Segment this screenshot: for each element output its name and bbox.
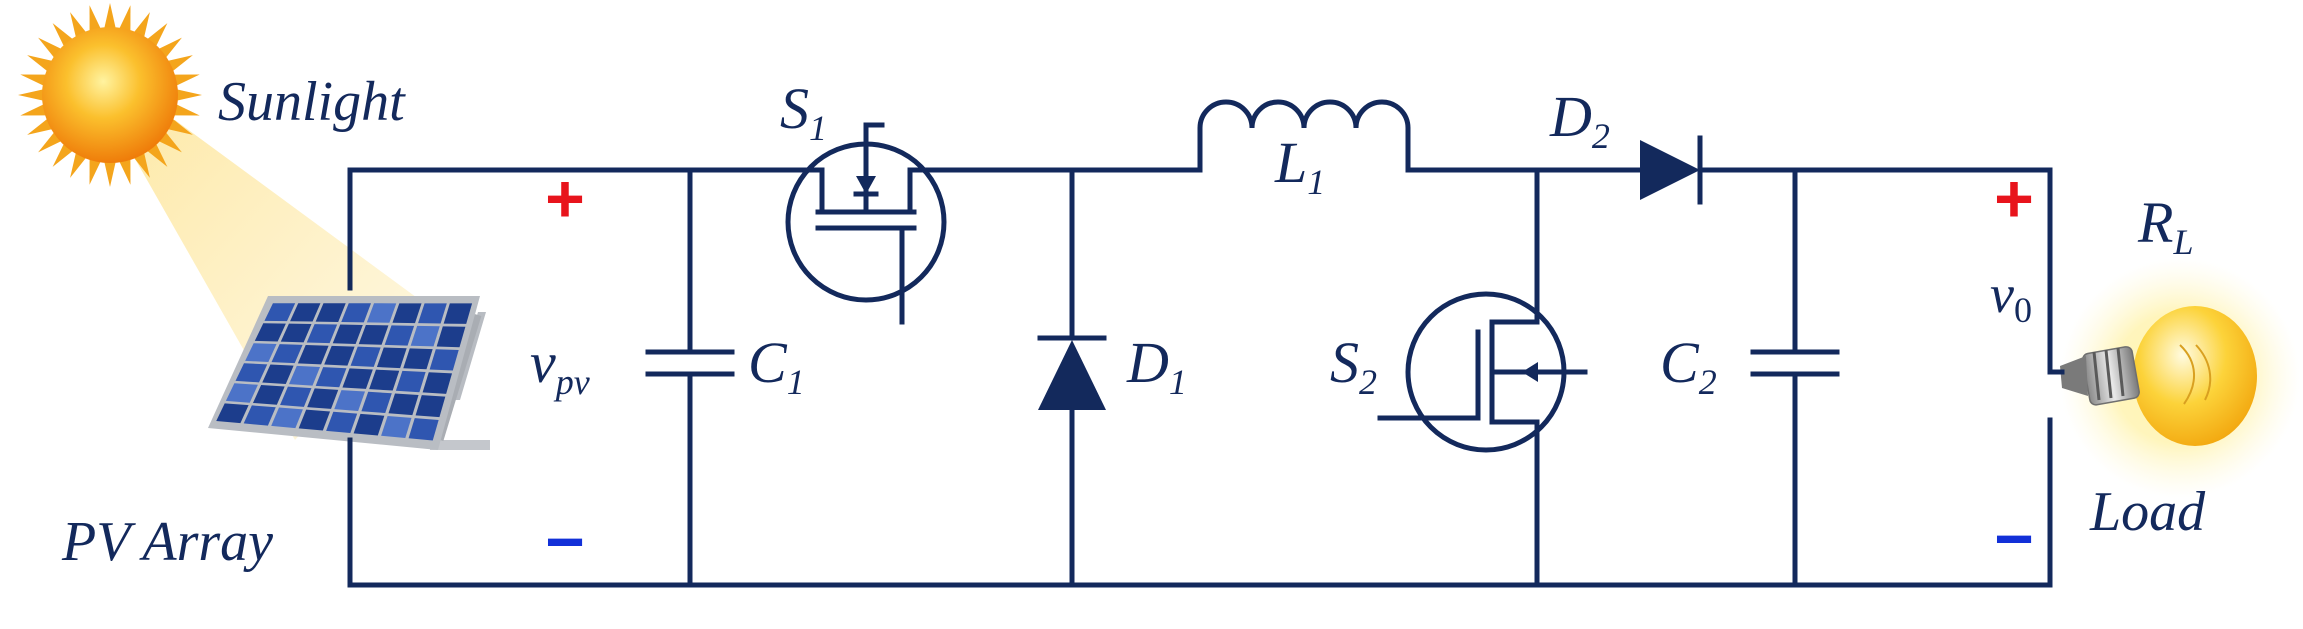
label-s1: S1	[780, 76, 827, 148]
mosfet-s2	[1377, 291, 1588, 453]
diode-d1	[1037, 335, 1107, 410]
pv-array-label: PV Array	[61, 511, 273, 573]
label-c1: C1	[748, 330, 805, 402]
label-s2: S2	[1330, 330, 1377, 402]
inductor-l1	[1197, 99, 1411, 173]
label-l1: L1	[1274, 130, 1325, 202]
plus-sign-output: +	[1994, 161, 2034, 237]
label-v-0: v0	[1990, 264, 2032, 330]
capacitor-c2	[1750, 349, 1840, 377]
diode-d2	[1640, 135, 1703, 205]
minus-sign-output: −	[1994, 501, 2034, 577]
mosfet-s1	[785, 122, 947, 325]
circuit-wires	[347, 167, 2053, 588]
sunlight-label: Sunlight	[218, 71, 406, 133]
pv-panel-icon	[208, 296, 490, 450]
label-d2: D2	[1549, 84, 1610, 156]
label-r-l: RL	[2137, 190, 2193, 262]
label-v-pv: vpv	[530, 330, 590, 402]
label-c2: C2	[1660, 330, 1717, 402]
bulb-icon	[2060, 258, 2300, 498]
capacitor-c1	[645, 349, 735, 377]
label-d1: D1	[1126, 330, 1187, 402]
load-label: Load	[2089, 481, 2206, 543]
minus-sign-input: −	[545, 504, 585, 580]
sun-icon	[18, 3, 202, 187]
plus-sign-input: +	[545, 161, 585, 237]
